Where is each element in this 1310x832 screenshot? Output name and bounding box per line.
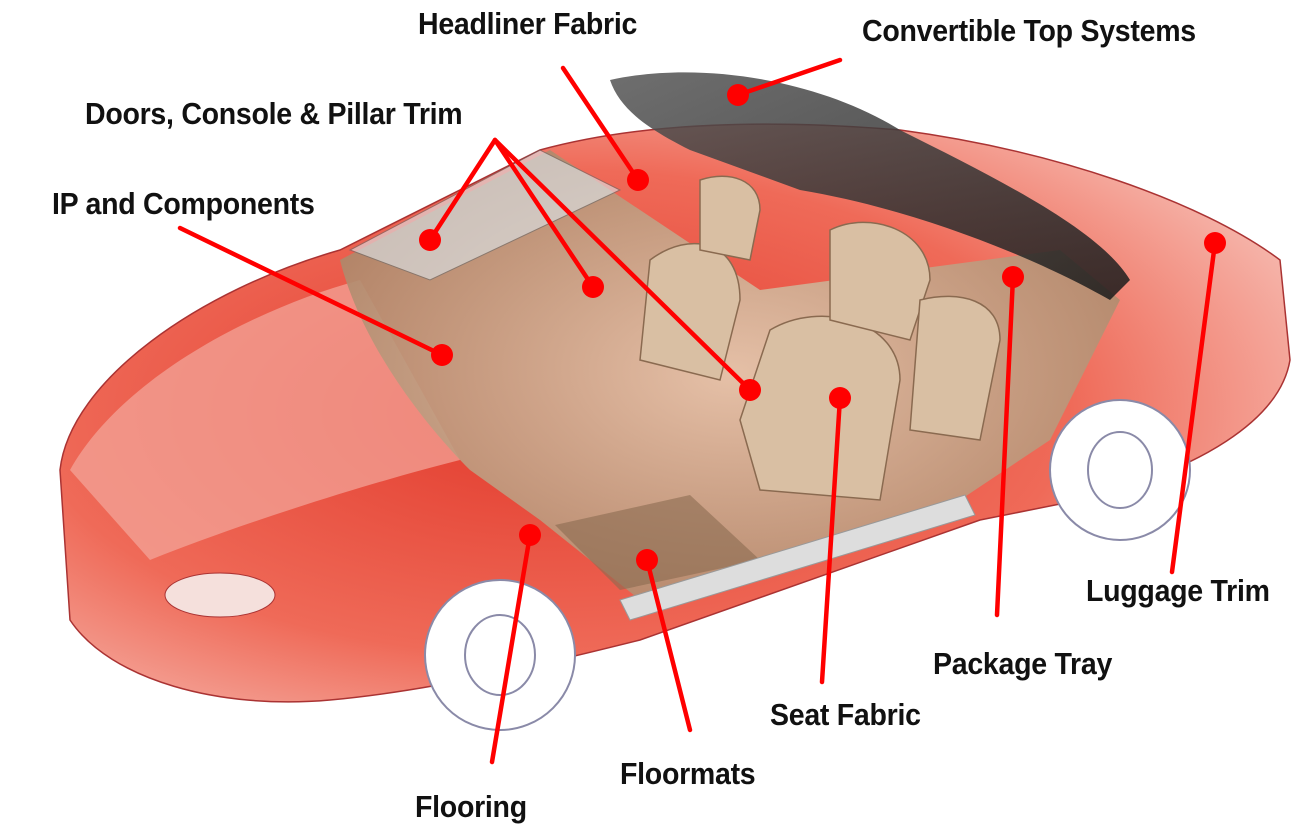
convertible-top <box>610 72 1130 300</box>
callout-dot <box>582 276 604 298</box>
label-floormats: Floormats <box>620 756 756 791</box>
label-package-tray: Package Tray <box>933 646 1113 681</box>
floormat <box>555 495 760 590</box>
callout-dot <box>739 379 761 401</box>
callout-dot <box>727 84 749 106</box>
callout-dot <box>419 229 441 251</box>
label-headliner-fabric: Headliner Fabric <box>418 6 638 41</box>
callout-line-doors-1 <box>427 137 498 243</box>
callout-line-headliner <box>560 65 641 183</box>
label-convertible-top-systems: Convertible Top Systems <box>862 13 1196 48</box>
callout-dot <box>627 169 649 191</box>
seats <box>639 175 1001 501</box>
car-interior <box>340 150 1120 600</box>
car-hood <box>70 280 460 560</box>
callout-line-floormats <box>644 557 693 733</box>
callout-line-ip <box>177 225 445 358</box>
callout-line-convertible <box>735 57 843 98</box>
callout-dot <box>519 524 541 546</box>
callout-dot <box>1002 266 1024 288</box>
callout-lines <box>177 57 1218 765</box>
callout-line-seat <box>819 395 843 685</box>
headlight <box>164 572 276 618</box>
label-flooring: Flooring <box>415 789 527 824</box>
callout-dot <box>636 549 658 571</box>
callout-line-doors-2 <box>492 137 596 290</box>
callout-line-flooring <box>489 532 533 765</box>
label-seat-fabric: Seat Fabric <box>770 697 921 732</box>
callout-line-package <box>994 274 1016 618</box>
callout-dot <box>431 344 453 366</box>
label-luggage-trim: Luggage Trim <box>1086 573 1270 608</box>
windshield <box>348 149 622 281</box>
label-ip-and-components: IP and Components <box>52 186 315 221</box>
callout-dot <box>829 387 851 409</box>
wheels <box>424 399 1191 731</box>
label-doors-console-pillar-trim: Doors, Console & Pillar Trim <box>85 96 463 131</box>
callout-line-doors-3 <box>492 137 753 393</box>
callout-dot <box>1204 232 1226 254</box>
callout-line-luggage <box>1169 240 1218 575</box>
door-sill <box>619 494 976 621</box>
callout-dots <box>419 84 1226 571</box>
